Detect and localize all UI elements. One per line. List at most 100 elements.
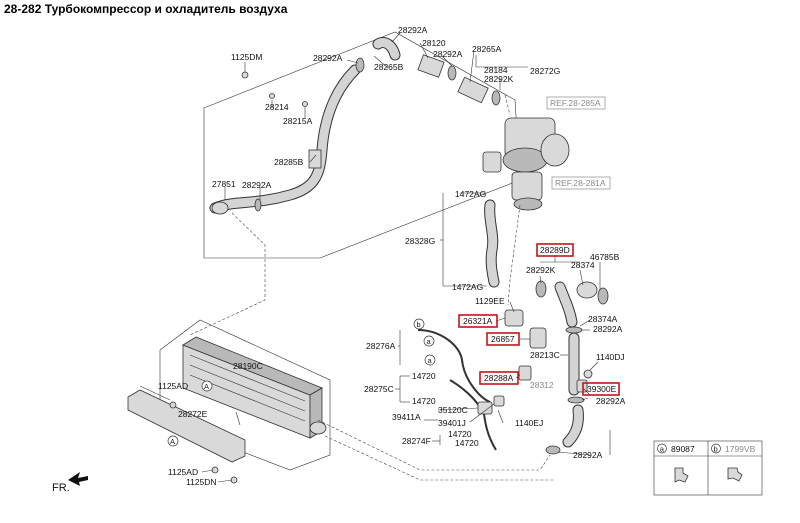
callout-A-marker [201, 380, 213, 392]
label-28275C: 28275C [364, 384, 394, 394]
end-cap-27851 [211, 201, 229, 215]
sensor-28288A [518, 365, 532, 381]
label-28292K: 28292K [526, 265, 556, 275]
actuator-26321A [504, 309, 524, 327]
label-46785B: 46785B [590, 252, 620, 262]
label-28374: 28374 [571, 260, 595, 270]
clamp-28292A [565, 326, 583, 334]
legend-table: a 89087 b 1799VB [653, 440, 763, 496]
label-28374A: 28374A [588, 314, 618, 324]
label-1472AG: 1472AG [455, 189, 486, 199]
label-28328G: 28328G [405, 236, 435, 246]
legend-a-letter: a [660, 445, 665, 454]
label-28292A: 28292A [313, 53, 343, 63]
label-28214: 28214 [265, 102, 289, 112]
front-direction-label: FR. [52, 482, 70, 494]
label-28274F: 28274F [402, 436, 431, 446]
clamp-28292A [567, 396, 585, 404]
label-1125AD: 1125AD [168, 467, 198, 477]
hose-28265 [457, 76, 489, 104]
legend-b-code: 1799VB [725, 444, 756, 454]
label-28276A: 28276A [366, 341, 396, 351]
hose-clamp [355, 57, 365, 73]
hose-clamp [491, 90, 501, 106]
label-1125DM: 1125DM [231, 52, 263, 62]
leader-lines [139, 32, 611, 483]
ref-link-28-281A[interactable]: REF.28-281A [555, 178, 606, 188]
label-1125DN: 1125DN [186, 477, 217, 487]
label-28184: 28184 [484, 65, 508, 75]
label-28292A: 28292A [573, 450, 603, 460]
highlight-28289D [536, 243, 574, 257]
air-guide-28272E [127, 389, 246, 463]
label-28288A: 28288A [484, 373, 514, 383]
front-arrow-icon [68, 472, 88, 486]
bellows-hose-28120 [417, 54, 445, 78]
label-26321A: 26321A [463, 316, 493, 326]
callout-a-marker [423, 335, 435, 347]
label-28289D: 28289D [540, 245, 570, 255]
callout-b-marker [413, 318, 425, 330]
clip-1799VB-icon [727, 467, 743, 482]
label-28120: 28120 [422, 38, 446, 48]
pipe-bracket [308, 149, 322, 169]
ref-box-28-281A [551, 176, 611, 190]
valve-26857 [529, 327, 547, 349]
label-39300E: 39300E [587, 384, 617, 394]
label-14720: 14720 [455, 438, 479, 448]
label-27851: 27851 [212, 179, 236, 189]
label-1125AD: 1125AD [158, 381, 188, 391]
label-28265B: 28265B [374, 62, 404, 72]
label-28292A: 28292A [593, 324, 623, 334]
label-14720: 14720 [448, 429, 472, 439]
highlight-26857 [486, 332, 520, 346]
label-28292K: 28292K [484, 74, 514, 84]
svg-text:A: A [170, 437, 175, 446]
label-28292A: 28292A [398, 25, 428, 35]
bracket-1140DJ [583, 369, 593, 379]
label-28190C: 28190C [233, 361, 263, 371]
turbocharger-assembly [482, 117, 570, 211]
bolt-1125DM [241, 71, 249, 79]
intercooler-28190C [182, 336, 327, 439]
bolt-28214 [269, 93, 275, 99]
callout-A-marker [167, 435, 179, 447]
label-28292A: 28292A [242, 180, 272, 190]
label-1472AG: 1472AG [452, 282, 483, 292]
svg-text:b: b [417, 320, 421, 329]
label-39401J: 39401J [438, 418, 466, 428]
label-28292A: 28292A [596, 396, 626, 406]
bracket-39401J [493, 395, 505, 407]
clamp-46785B [597, 287, 609, 305]
vacuum-hose-28276A [417, 329, 491, 403]
label-28213C: 28213C [530, 350, 560, 360]
legend-a-code: 89087 [671, 444, 695, 454]
label-28312: 28312 [530, 380, 554, 390]
label-26857: 26857 [491, 334, 515, 344]
label-1140EJ: 1140EJ [515, 418, 543, 428]
label-28285B: 28285B [274, 157, 304, 167]
hose-clamp [447, 65, 457, 81]
highlight-26321A [458, 314, 498, 328]
label-28215A: 28215A [283, 116, 313, 126]
label-35120C: 35120C [438, 405, 468, 415]
highlight-39300E [582, 382, 620, 396]
label-1129EE: 1129EE [475, 296, 505, 306]
label-28265A: 28265A [472, 44, 502, 54]
highlight-28288A [479, 371, 519, 385]
hose-28374 [576, 281, 598, 299]
page-title: 28-282 Турбокомпрессор и охладитель возд… [4, 2, 288, 16]
solenoid-35120C [477, 401, 493, 415]
label-14720: 14720 [412, 396, 436, 406]
callout-a-marker [424, 354, 436, 366]
label-28272G: 28272G [530, 66, 560, 76]
ref-box-28-285A [546, 96, 606, 110]
ref-link-28-285A[interactable]: REF.28-285A [550, 98, 601, 108]
label-39411A: 39411A [392, 412, 421, 422]
clip-89087-icon [674, 467, 689, 483]
svg-text:a: a [428, 356, 433, 365]
nut-28215A [302, 101, 308, 107]
svg-text:A: A [204, 382, 209, 391]
label-28272E: 28272E [178, 409, 208, 419]
